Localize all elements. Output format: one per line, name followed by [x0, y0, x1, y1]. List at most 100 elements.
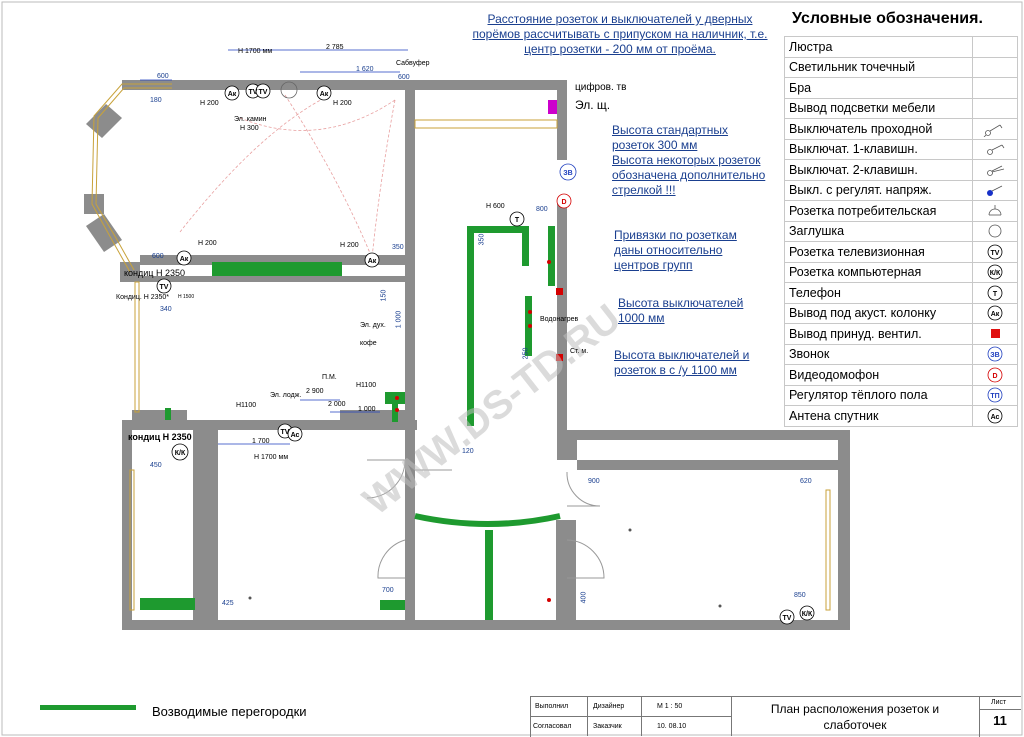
label-h200c: Н 200: [198, 240, 217, 247]
svg-text:К/К: К/К: [990, 270, 1001, 277]
svg-text:ТП: ТП: [990, 393, 999, 400]
legend-row: Бра: [784, 77, 1018, 99]
label-kondic2: Кондиц. Н 2350*: [116, 294, 170, 301]
switch-1key-icon: [972, 138, 1018, 160]
svg-text:D: D: [992, 373, 997, 380]
devices: [156, 81, 815, 625]
label-1000b: 1 000: [358, 406, 376, 413]
socket-icon: [972, 200, 1018, 222]
label-1700: 1 700: [252, 438, 270, 445]
label-900: 900: [588, 478, 600, 485]
svg-text:К/К: К/К: [175, 450, 186, 457]
label-340: 340: [160, 306, 172, 313]
svg-text:ЗВ: ЗВ: [990, 352, 999, 359]
label-electrical-panel: Эл. щ.: [575, 98, 611, 112]
label-2900: 2 900: [306, 388, 324, 395]
note-socket-bindings: Привязки по розеткам даны относительно ц…: [614, 228, 737, 273]
speaker-output-icon: Ак: [972, 302, 1018, 324]
stamp-date: 10. 08.10: [657, 723, 687, 730]
legend-label: Телефон: [784, 282, 973, 304]
svg-text:Ак: Ак: [180, 256, 189, 263]
label-kondic1: кондиц Н 2350: [124, 268, 185, 278]
stamp-agreed: Согласовал: [533, 723, 572, 730]
title-block: Выполнил Дизайнер М 1 : 50 Согласовал За…: [530, 696, 1021, 737]
legend-label: Регулятор тёплого пола: [784, 384, 973, 406]
legend-label: Выключатель проходной: [784, 118, 973, 140]
legend-label: Вывод подсветки мебели: [784, 97, 973, 119]
svg-text:D: D: [561, 199, 566, 206]
note-line: стрелкой !!!: [612, 183, 676, 197]
legend-label: Выключат. 2-клавишн.: [784, 159, 973, 181]
svg-text:Т: Т: [515, 217, 520, 224]
label-digital-tv: цифров. тв: [575, 82, 627, 93]
wiring-arcs: [179, 94, 396, 259]
new-partition-label: Возводимые перегородки: [152, 704, 307, 719]
electrical-panel: [548, 100, 557, 114]
legend-symbol-empty: [972, 77, 1018, 99]
legend-row: Регулятор тёплого пола ТП: [784, 384, 1018, 406]
dimension-lines: [140, 49, 408, 445]
label-vodonagrev: Водонагрев: [540, 316, 579, 323]
label-180: 180: [150, 97, 162, 104]
label-2000: 2 000: [328, 401, 346, 408]
legend-label: Бра: [784, 77, 973, 99]
svg-text:TV: TV: [259, 89, 268, 96]
legend-label: Выкл. с регулят. напряж.: [784, 179, 973, 201]
switch-passthrough-icon: [972, 118, 1018, 140]
video-intercom-icon: D: [972, 364, 1018, 386]
label-h200b: Н 200: [333, 100, 352, 107]
label-el-duh: Эл. дух.: [360, 322, 386, 329]
label-800: 800: [536, 206, 548, 213]
stamp-executed: Выполнил: [535, 703, 569, 710]
label-h1500: Н 1500: [178, 294, 195, 300]
label-425: 425: [222, 600, 234, 607]
note-line: обозначена дополнительно: [612, 168, 766, 182]
legend-label: Розетка компьютерная: [784, 261, 973, 283]
note-bathroom-height: Высота выключателей и розеток в с /у 110…: [614, 348, 749, 378]
stamp-title-line2: слаботочек: [823, 718, 887, 732]
label-h1100b: Н1100: [236, 402, 257, 409]
legend-row: Выключат. 2-клавишн.: [784, 159, 1018, 181]
note-switch-height: Высота выключателей 1000 мм: [618, 296, 743, 326]
legend-label: Выключат. 1-клавишн.: [784, 138, 973, 160]
top-note-line2: порёмов рассчитывать с припуском на нали…: [472, 27, 768, 41]
svg-text:TV: TV: [783, 615, 792, 622]
label-250: 250: [522, 347, 530, 360]
note-line: 1000 мм: [618, 311, 665, 325]
svg-text:ЗВ: ЗВ: [563, 170, 572, 177]
label-h200d: Н 200: [340, 242, 359, 249]
legend-row: Выкл. с регулят. напряж.: [784, 179, 1018, 201]
phone-socket-icon: Т: [972, 282, 1018, 304]
note-line: Высота выключателей: [618, 296, 744, 310]
label-450: 450: [150, 462, 162, 469]
stamp-designer: Дизайнер: [593, 703, 625, 710]
computer-socket-icon: К/К: [972, 261, 1018, 283]
label-h1700b: Н 1700 мм: [254, 454, 289, 461]
stamp-customer: Заказчик: [593, 723, 622, 730]
legend-label: Люстра: [784, 36, 973, 58]
legend-row: Вывод подсветки мебели: [784, 97, 1018, 119]
stamp-title-line1: План расположения розеток и: [770, 702, 940, 716]
bay-window-glazing: [91, 83, 172, 273]
label-1620: 1 620: [356, 66, 374, 73]
note-line: розеток 300 мм: [612, 138, 698, 152]
walls: [122, 80, 850, 630]
stamp-sheet-label: Лист: [991, 699, 1007, 706]
legend-row: Вывод принуд. вентил.: [784, 323, 1018, 345]
legend-row: Розетка потребительская: [784, 200, 1018, 222]
switch-2key-icon: [972, 159, 1018, 181]
legend-label: Светильник точечный: [784, 56, 973, 78]
bay-window: [84, 80, 172, 282]
top-note: Расстояние розеток и выключателей у двер…: [470, 12, 770, 57]
legend-label: Розетка телевизионная: [784, 241, 973, 263]
top-note-line1: Расстояние розеток и выключателей у двер…: [487, 12, 753, 26]
ventilation-output-icon: [972, 323, 1018, 345]
label-h600: Н 600: [486, 203, 505, 210]
blank-cover-icon: [972, 220, 1018, 242]
